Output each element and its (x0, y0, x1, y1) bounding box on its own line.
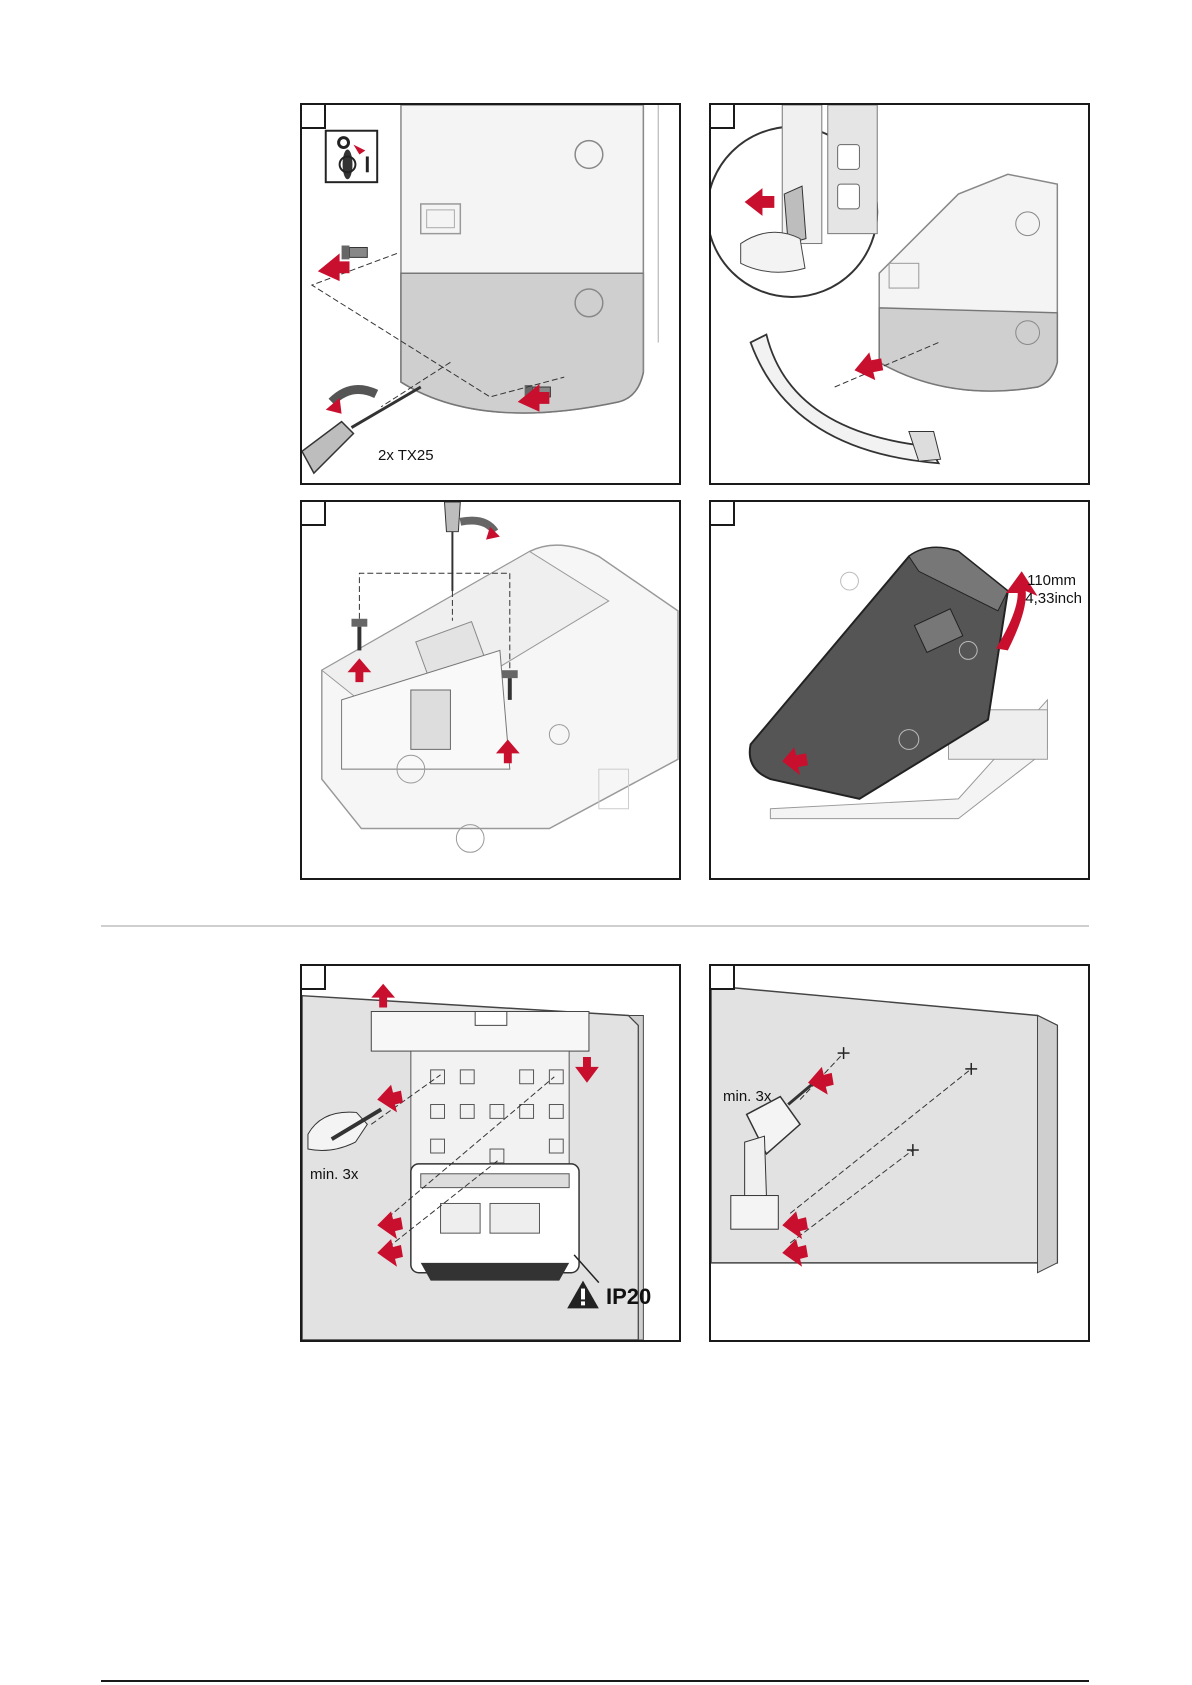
step-number-box (711, 966, 735, 990)
instruction-panel-2 (709, 103, 1090, 485)
instruction-panel-6: min. 3x (709, 964, 1090, 1342)
illustration-drill-holes (711, 966, 1088, 1340)
page-footer-line (101, 1680, 1089, 1682)
lift-height-inch-label: 4,33inch (1025, 590, 1082, 607)
screw-left-icon (342, 246, 368, 260)
tool-label: 2x TX25 (378, 447, 434, 464)
illustration-lift-cover (711, 502, 1088, 878)
step-number-box (711, 502, 735, 526)
lift-height-mm-label: 110mm (1027, 572, 1076, 589)
holes-count-label: min. 3x (723, 1088, 771, 1105)
dc-switch-off-icon (326, 131, 377, 182)
step-number-box (302, 105, 326, 129)
section-divider (101, 925, 1089, 927)
instruction-panel-3 (300, 500, 681, 880)
instruction-panel-5: min. 3x IP20 (300, 964, 681, 1342)
step-number-box (711, 105, 735, 129)
instruction-panel-1: 2x TX25 (300, 103, 681, 485)
instruction-panel-4: 110mm 4,33inch (709, 500, 1090, 880)
step-number-box (302, 966, 326, 990)
ip-rating-label: IP20 (606, 1284, 651, 1310)
illustration-remove-housing-screws (302, 502, 679, 878)
marks-count-label: min. 3x (310, 1166, 358, 1183)
step-number-box (302, 502, 326, 526)
illustration-remove-screws (302, 105, 679, 483)
illustration-remove-cover (711, 105, 1088, 483)
